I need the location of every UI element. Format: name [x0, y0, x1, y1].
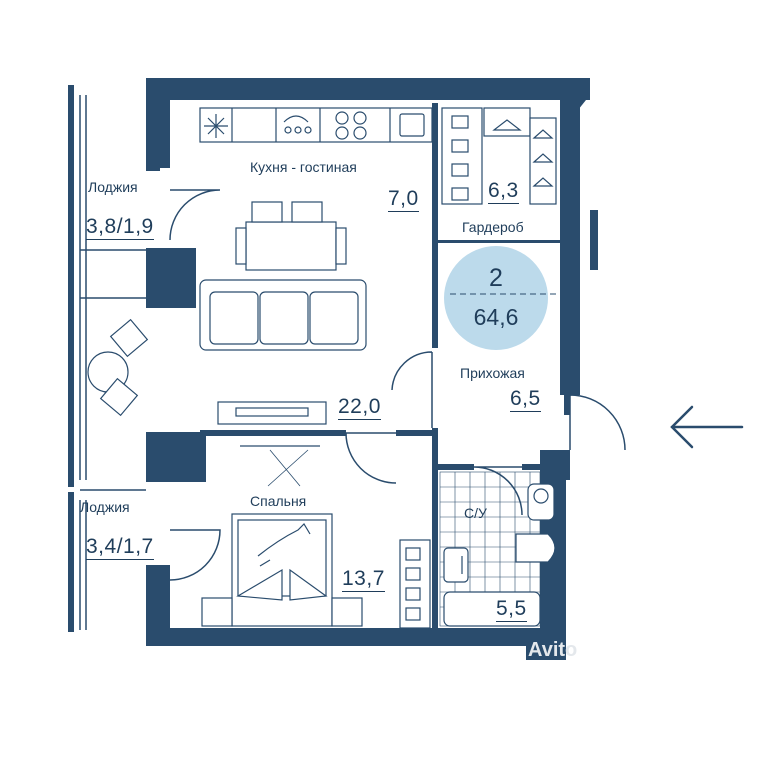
bathroom-label: С/У: [464, 505, 487, 521]
sink-icon: [283, 115, 312, 134]
watermark-logo: Avito: [528, 639, 578, 661]
hanger-icon: [441, 107, 557, 205]
cat-icon: [257, 523, 311, 567]
loggia-bottom-label: Лоджия: [80, 499, 130, 515]
bedroom-area: 13,7: [342, 567, 385, 592]
bathroom-area: 5,5: [496, 597, 527, 622]
total-area: 64,6: [473, 304, 519, 330]
doors: [169, 189, 626, 581]
kitchen-label: Кухня - гостиная: [250, 159, 357, 175]
sink-icon: [443, 547, 469, 583]
washer-icon: [399, 113, 425, 137]
tv-icon: [217, 401, 327, 487]
partitions: [200, 103, 570, 628]
dining-table-icon: [235, 201, 347, 271]
bathtub-icon: [443, 591, 541, 627]
bedroom-label: Спальня: [250, 493, 307, 509]
wardrobe-area: 6,3: [488, 179, 519, 204]
hallway-label: Прихожая: [460, 365, 525, 381]
living-area: 22,0: [338, 395, 381, 420]
kitchen-area: 7,0: [388, 187, 419, 212]
loggia-glazing: [79, 95, 146, 630]
stove-icon: [335, 111, 367, 140]
sofa-icon: [199, 279, 367, 351]
loggia-top-area: 3,8/1,9: [86, 215, 154, 240]
arrow-left-icon: [670, 405, 744, 449]
bed-icon: [201, 513, 363, 627]
loggia-bottom-area: 3,4/1,7: [86, 535, 154, 560]
wardrobe-label: Гардероб: [462, 219, 524, 235]
shelves-icon: [399, 539, 431, 629]
room-count-badge: [444, 246, 548, 350]
loggia-top-label: Лоджия: [88, 179, 138, 195]
fridge-icon: [204, 114, 228, 138]
armchair-icon: [87, 318, 149, 417]
walls: [68, 78, 598, 660]
toilet-icon: [515, 483, 556, 563]
room-count: 2: [489, 264, 503, 292]
hallway-area: 6,5: [510, 387, 541, 412]
kitchen-counter: [199, 107, 433, 143]
